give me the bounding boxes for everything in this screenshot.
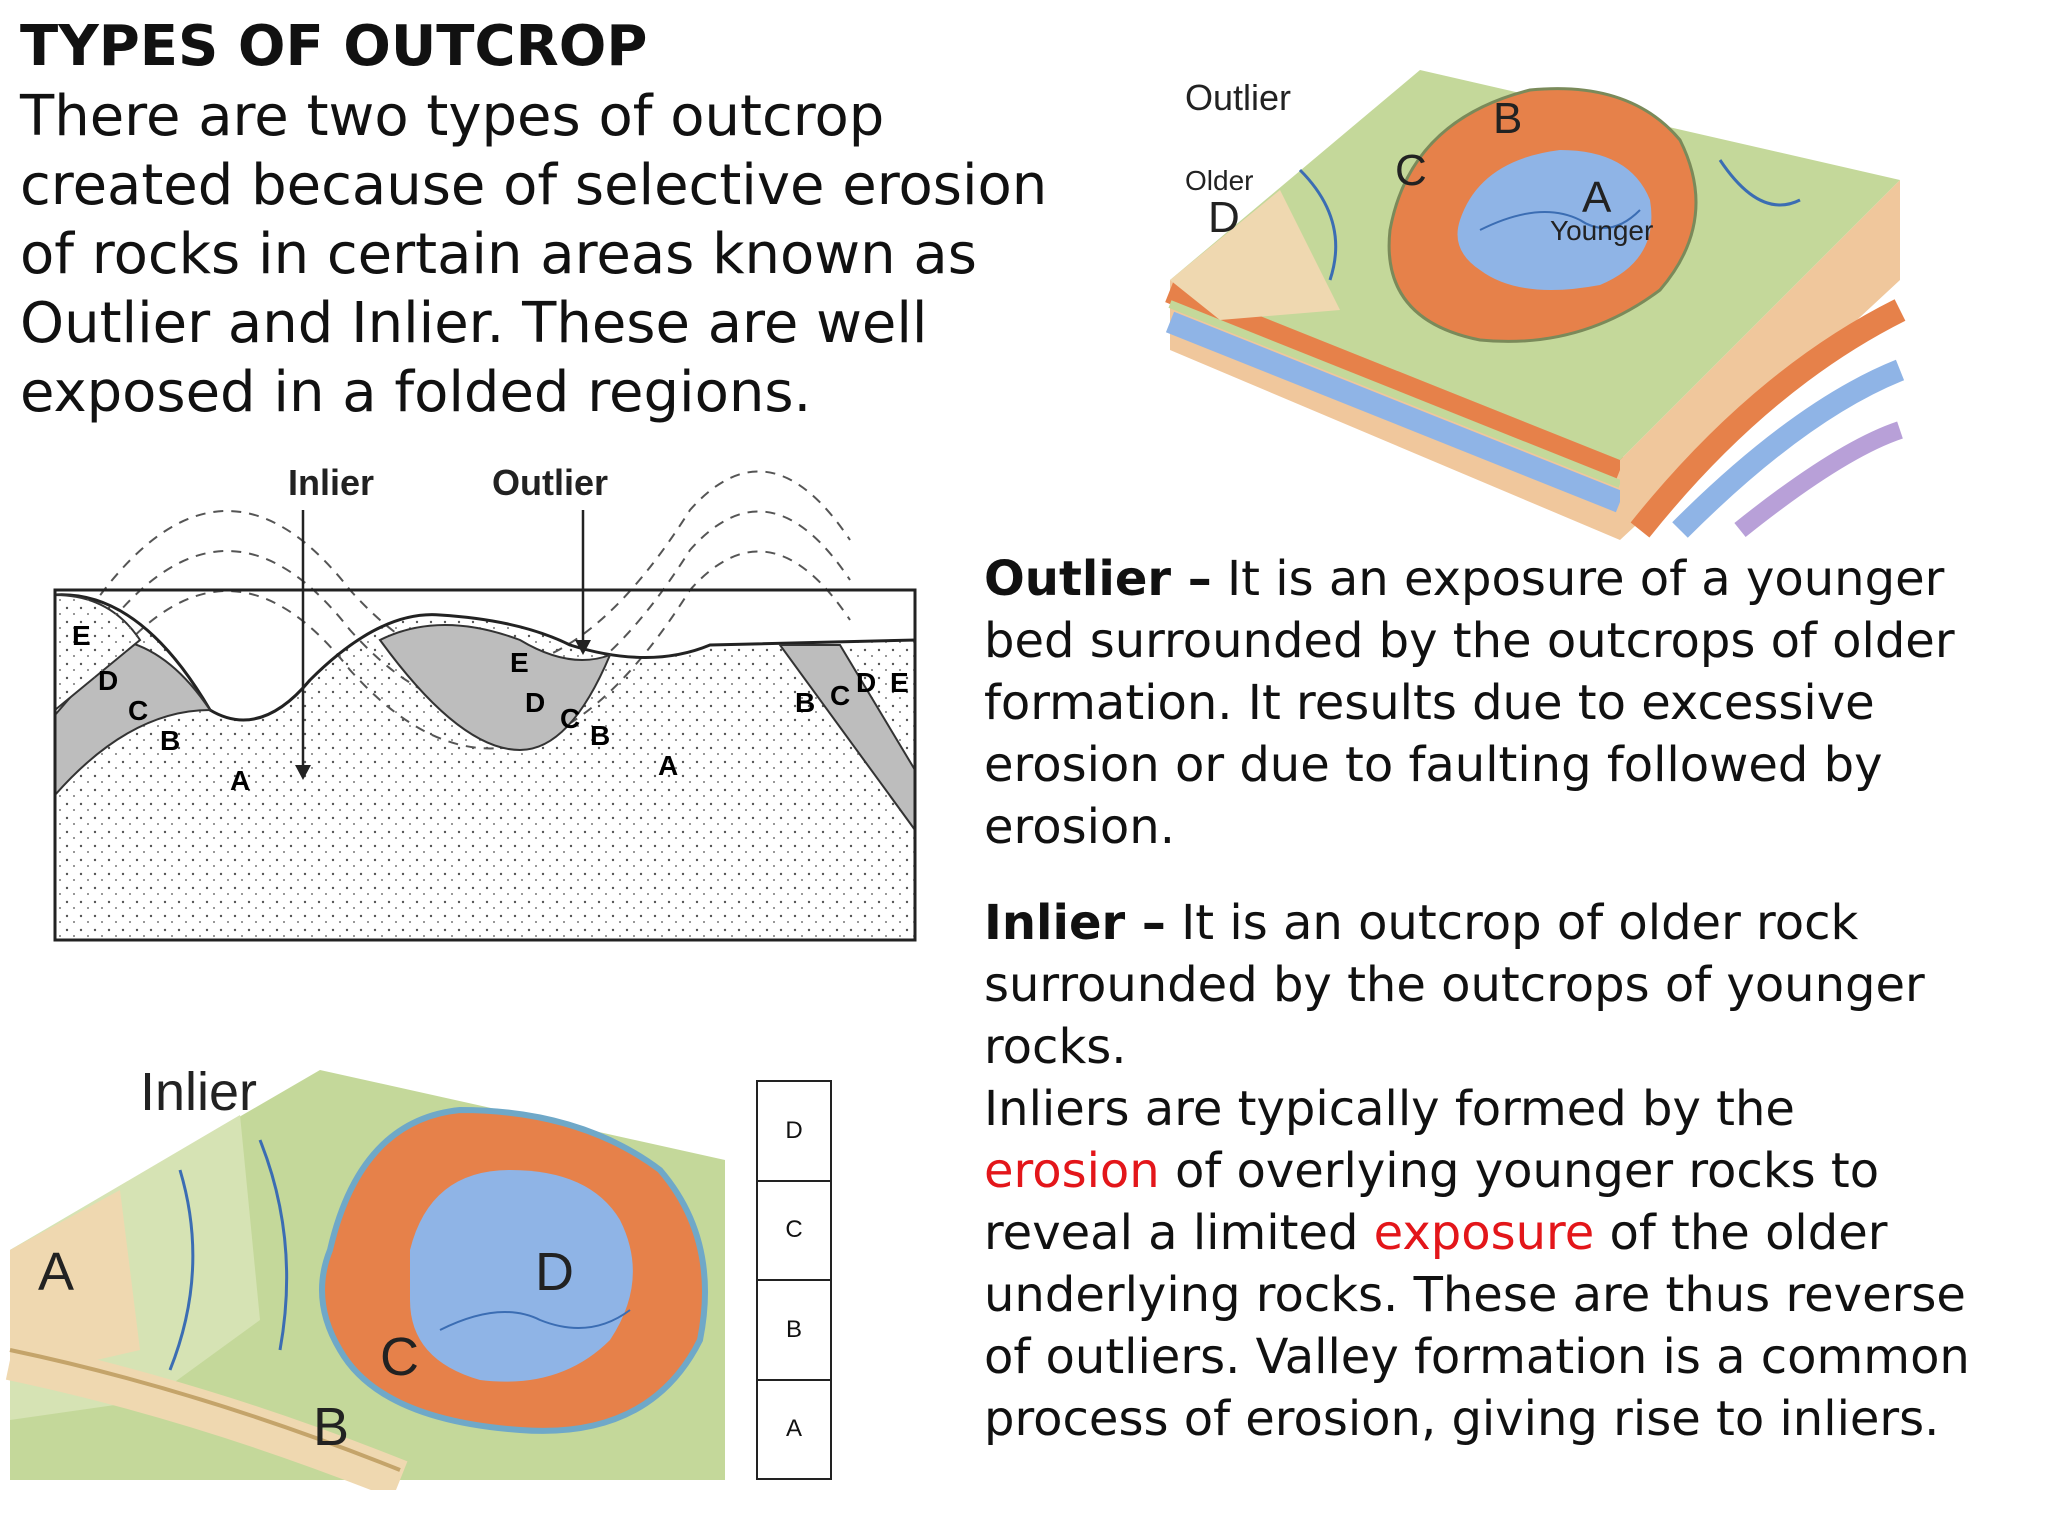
right-face xyxy=(1620,180,1900,540)
right-b: B xyxy=(795,687,815,718)
outlier-arrow-label: Outlier xyxy=(492,462,608,503)
outlier-term: Outlier – xyxy=(984,551,1212,607)
inlier-term: Inlier – xyxy=(984,895,1166,951)
inlier-letter-d: D xyxy=(535,1242,574,1302)
left-d: D xyxy=(98,665,118,696)
inlier-block-label: Inlier xyxy=(140,1062,257,1122)
letter-a: A xyxy=(1582,173,1612,222)
inlier-block-diagram: Inlier A B C D xyxy=(5,1062,725,1490)
page-title: TYPES OF OUTCROP xyxy=(20,14,648,79)
bed-sequence-column: D C B A xyxy=(756,1080,832,1480)
exposure-highlight: exposure xyxy=(1373,1205,1595,1261)
mid-c: C xyxy=(560,703,580,734)
right-d: D xyxy=(856,667,876,698)
left-b: B xyxy=(160,725,180,756)
outlier-text: It is an exposure of a younger bed surro… xyxy=(984,551,1955,855)
erosion-highlight: erosion xyxy=(984,1143,1160,1199)
bed-cell: A xyxy=(785,1415,802,1443)
mid-e: E xyxy=(510,647,529,678)
inlier-text-1: It is an outcrop of older rock surrounde… xyxy=(984,895,1925,1075)
ground-body xyxy=(53,593,917,942)
inlier-letter-a: A xyxy=(38,1242,74,1302)
intro-paragraph: There are two types of outcrop created b… xyxy=(20,84,1048,425)
inlier-text-2b: of overlying younger rocks to reveal a l… xyxy=(984,1143,1880,1261)
fold-cross-section: Inlier Outlier E D C B A E D C B A B C D… xyxy=(53,462,917,942)
inlier-letter-c: C xyxy=(380,1327,419,1387)
right-e: E xyxy=(890,667,909,698)
mid-a: A xyxy=(658,750,678,781)
inlier-letter-b: B xyxy=(313,1397,349,1457)
outlier-definition: Outlier – It is an exposure of a younger… xyxy=(984,548,1984,858)
younger-label: Younger xyxy=(1550,215,1653,246)
outlier-block-label: Outlier xyxy=(1185,77,1291,118)
mid-b: B xyxy=(590,720,610,751)
inlier-text-2a: Inliers are typically formed by the xyxy=(984,1081,1795,1137)
mid-d: D xyxy=(525,687,545,718)
older-label: Older xyxy=(1185,165,1253,196)
letter-b: B xyxy=(1493,94,1522,143)
inlier-text-2c: of the older underlying rocks. These are… xyxy=(984,1205,1970,1447)
right-c: C xyxy=(830,680,850,711)
outlier-block-diagram: Outlier Older D C B A Younger xyxy=(1165,70,1906,540)
left-a: A xyxy=(230,765,250,796)
bed-a-blue xyxy=(1457,150,1652,290)
letter-c: C xyxy=(1395,146,1427,195)
bed-cell: B xyxy=(758,1281,830,1381)
left-c: C xyxy=(128,695,148,726)
inlier-definition: Inlier – It is an outcrop of older rock … xyxy=(984,892,1984,1450)
bed-cell: D xyxy=(758,1082,830,1182)
left-e: E xyxy=(72,620,91,651)
letter-d: D xyxy=(1208,193,1240,242)
bed-cell: C xyxy=(758,1182,830,1281)
inlier-arrow-label: Inlier xyxy=(288,462,374,503)
